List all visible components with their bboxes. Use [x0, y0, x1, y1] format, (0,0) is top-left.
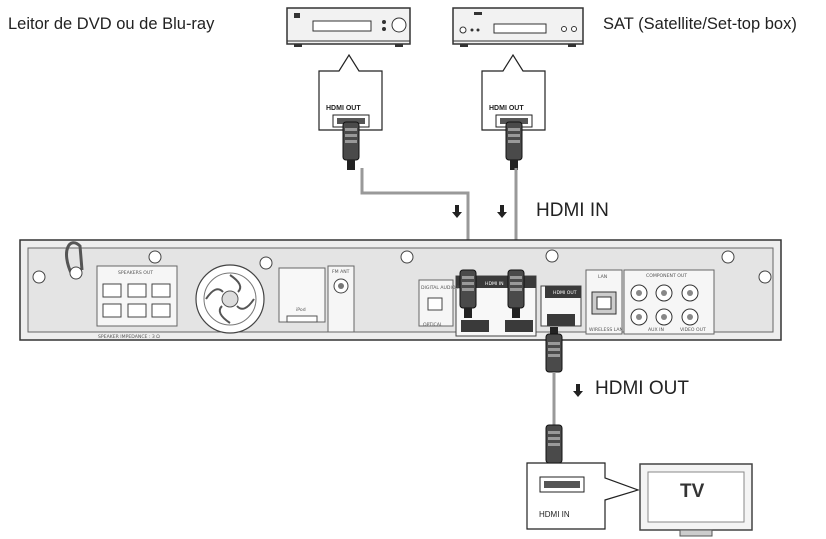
panel-fm-ant: FM ANT	[332, 269, 350, 275]
source-sat-label: SAT (Satellite/Set-top box)	[603, 15, 797, 33]
tv-label: TV	[680, 481, 705, 502]
callout-dvd-label: HDMI OUT	[326, 105, 361, 112]
set-top-box-icon	[452, 7, 584, 47]
hdmi-plug-icon	[545, 327, 563, 373]
panel-ipod: iPod	[296, 307, 306, 313]
hdmi-plug-icon	[342, 121, 360, 171]
arrow-down-icon	[452, 205, 462, 218]
callout-tv-hdmi-in	[526, 462, 640, 530]
panel-video-out: VIDEO OUT	[680, 327, 706, 333]
tv-callout-label: HDMI IN	[539, 510, 570, 519]
arrow-down-icon	[573, 384, 583, 397]
panel-hdmi-in: HDMI IN	[485, 281, 504, 287]
tv-icon	[639, 463, 753, 537]
hdmi-plug-icon	[505, 121, 523, 171]
panel-component-out: COMPONENT OUT	[646, 273, 687, 279]
panel-speaker-impedance: SPEAKER IMPEDANCE : 3 Ω	[98, 334, 160, 340]
dvd-player-icon	[286, 7, 411, 47]
panel-hdmi-out: HDMI OUT	[553, 290, 577, 296]
panel-speakers-out: SPEAKERS OUT	[118, 270, 153, 276]
panel-digital-audio-in: DIGITAL AUDIO IN	[421, 285, 462, 291]
callout-dvd-hdmi-out	[318, 53, 383, 131]
panel-wireless-lan: WIRELESS LAN	[589, 327, 623, 333]
callout-sat-label: HDMI OUT	[489, 105, 524, 112]
hdmi-out-label: HDMI OUT	[595, 378, 689, 399]
panel-optical: OPTICAL	[423, 322, 443, 328]
hdmi-cable	[360, 168, 470, 268]
panel-lan: LAN	[598, 274, 607, 280]
panel-aux-in: AUX IN	[648, 327, 664, 333]
home-theater-back-panel: SPEAKERS OUT SPEAKER IMPEDANCE : 3 Ω iPo…	[19, 239, 782, 341]
source-dvd-label: Leitor de DVD ou de Blu-ray	[8, 15, 215, 33]
arrow-down-icon	[497, 205, 507, 218]
hdmi-in-label: HDMI IN	[536, 200, 609, 221]
callout-sat-hdmi-out	[481, 53, 546, 131]
